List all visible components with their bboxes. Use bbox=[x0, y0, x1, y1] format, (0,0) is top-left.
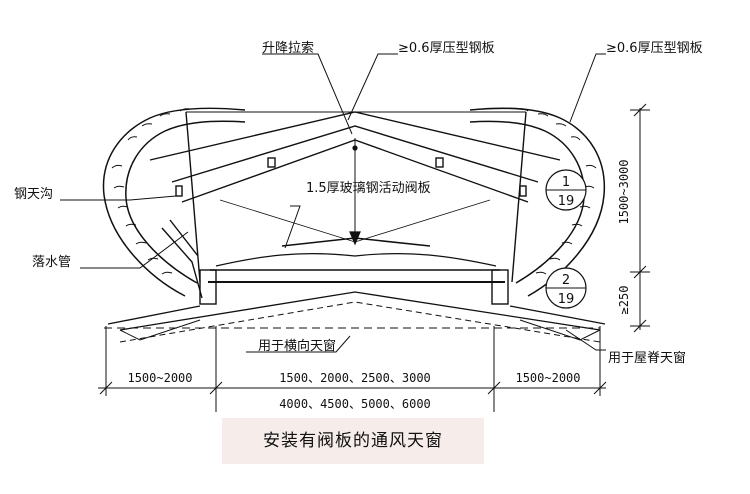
label-valve-plate: 1.5厚玻璃钢活动阀板 bbox=[306, 181, 431, 196]
right-shell bbox=[469, 107, 606, 297]
label-ridge-skylight: 用于屋脊天窗 bbox=[608, 350, 686, 366]
callout-1-top: 1 bbox=[562, 175, 570, 190]
label-downpipe: 落水管 bbox=[32, 255, 71, 270]
callout-1: 1 19 bbox=[545, 169, 587, 211]
ridge-frame bbox=[149, 111, 561, 283]
gutter-downpipe bbox=[161, 219, 509, 305]
left-shell bbox=[102, 107, 246, 297]
callout-2-top: 2 bbox=[562, 273, 570, 288]
height-main-dim: 1500~3000 bbox=[617, 159, 631, 224]
height-curb-dim: ≥250 bbox=[617, 286, 631, 315]
valve-plate bbox=[215, 138, 497, 267]
label-gutter: 钢天沟 bbox=[14, 187, 53, 202]
caption-background bbox=[222, 418, 484, 464]
vertical-dimension bbox=[630, 103, 650, 333]
label-lateral-skylight: 用于横向天窗 bbox=[258, 338, 336, 354]
horizontal-dimension bbox=[98, 326, 607, 412]
span-mid-dim-line2: 4000、4500、5000、6000 bbox=[279, 397, 431, 411]
base-roof bbox=[104, 291, 606, 343]
label-steel-plate-mid: ≥0.6厚压型钢板 bbox=[398, 41, 495, 56]
callout-2-bottom: 19 bbox=[558, 292, 575, 307]
span-right-dim: 1500~2000 bbox=[515, 371, 580, 385]
label-hoist-rope: 升降拉索 bbox=[262, 41, 314, 56]
span-mid-dim-line1: 1500、2000、2500、3000 bbox=[279, 371, 431, 385]
leader-lines bbox=[60, 53, 606, 353]
figure-caption: 安装有阀板的通风天窗 bbox=[263, 431, 443, 451]
callout-1-bottom: 19 bbox=[558, 194, 575, 209]
label-steel-plate-right: ≥0.6厚压型钢板 bbox=[606, 41, 703, 56]
callout-2: 2 19 bbox=[545, 267, 587, 309]
span-left-dim: 1500~2000 bbox=[127, 371, 192, 385]
